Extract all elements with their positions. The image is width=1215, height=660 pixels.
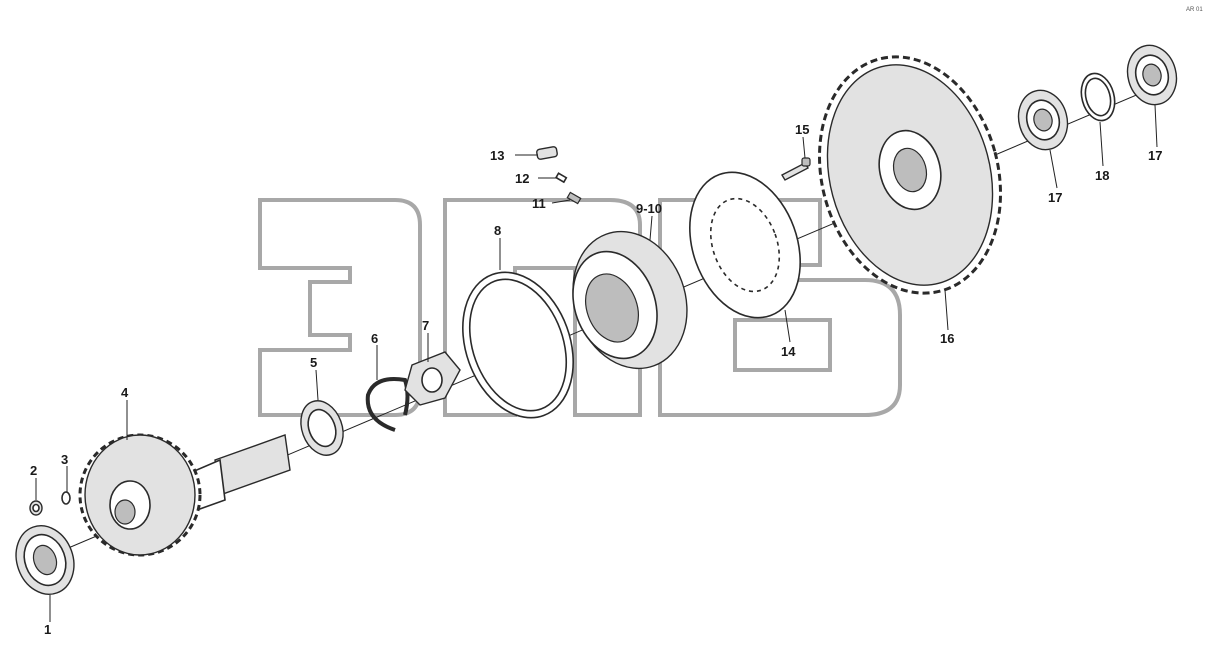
callout-17-b: 17 [1148, 148, 1162, 163]
callout-9-10: 9-10 [636, 201, 662, 216]
part-13-pin [536, 146, 558, 160]
callout-14: 14 [781, 344, 796, 359]
callout-1: 1 [44, 622, 51, 637]
part-8-ring [462, 271, 574, 419]
callout-18: 18 [1095, 168, 1109, 183]
part-12-pin [554, 172, 568, 184]
part-14-disc [689, 171, 801, 319]
part-7-nut [404, 351, 461, 406]
callout-3: 3 [61, 452, 68, 467]
callout-17-a: 17 [1048, 190, 1062, 205]
part-11-pin [566, 191, 582, 205]
callout-11: 11 [532, 196, 546, 211]
part-1-bearing [15, 525, 75, 595]
callout-8: 8 [494, 223, 501, 238]
corner-code: AR 01 [1186, 7, 1203, 13]
part-17-bearing-b [1126, 44, 1178, 106]
callout-13: 13 [490, 148, 504, 163]
leader-lines [35, 104, 1158, 622]
callout-6: 6 [371, 331, 378, 346]
part-4-gear-shaft [78, 433, 291, 557]
part-18-shim [1080, 72, 1116, 122]
callout-5: 5 [310, 355, 317, 370]
callout-16: 16 [940, 331, 954, 346]
watermark-b-hole [733, 318, 832, 372]
part-16-large-gear [818, 55, 1002, 295]
part-3-washer [61, 491, 71, 505]
part-9-10-carrier [572, 230, 688, 370]
callout-7: 7 [422, 318, 429, 333]
callout-12: 12 [515, 171, 529, 186]
watermark-letter-e [258, 198, 422, 417]
part-6-snap-ring [365, 377, 410, 432]
callout-labels: 1 2 3 4 5 6 7 8 9-10 11 12 13 14 15 16 1… [30, 122, 1162, 637]
part-2-nut [29, 500, 43, 516]
callout-15: 15 [795, 122, 809, 137]
part-17-bearing-a [1017, 89, 1069, 151]
callout-4: 4 [121, 385, 129, 400]
part-15-bolt [781, 157, 811, 181]
part-5-bearing [300, 400, 344, 456]
callout-2: 2 [30, 463, 37, 478]
